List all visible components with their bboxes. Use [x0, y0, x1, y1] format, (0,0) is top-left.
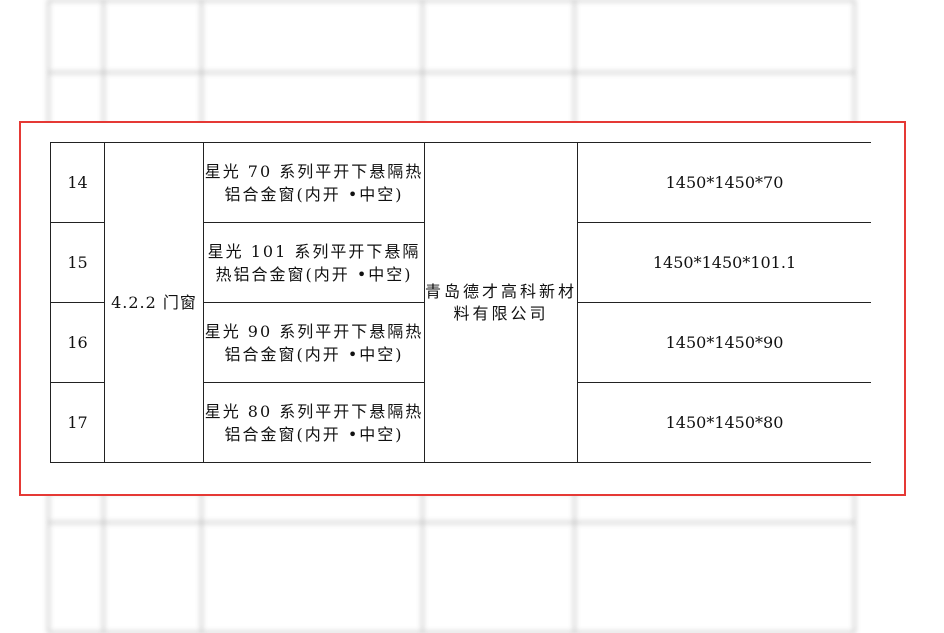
company-cell: 青岛德才高科新材料有限公司	[424, 142, 578, 463]
row-number: 15	[50, 222, 105, 303]
table-row: 17 星光 80 系列平开下悬隔热铝合金窗(内开 •中空) 1450*1450*…	[50, 382, 871, 463]
product-name: 星光 101 系列平开下悬隔热铝合金窗(内开 •中空)	[203, 222, 425, 303]
table-row: 14 4.2.2 门窗 星光 70 系列平开下悬隔热铝合金窗(内开 •中空) 青…	[50, 142, 871, 463]
cutoff-next-row	[50, 465, 871, 494]
spec-cell: 1450*1450*101.1	[577, 222, 871, 303]
category-cell: 4.2.2 门窗	[104, 142, 204, 463]
spec-cell: 1450*1450*80	[577, 382, 871, 463]
table-row: 15 星光 101 系列平开下悬隔热铝合金窗(内开 •中空) 1450*1450…	[50, 222, 871, 303]
spec-cell: 1450*1450*70	[577, 142, 871, 223]
product-name: 星光 70 系列平开下悬隔热铝合金窗(内开 •中空)	[203, 142, 425, 223]
table-snippet: 14 4.2.2 门窗 星光 70 系列平开下悬隔热铝合金窗(内开 •中空) 青…	[50, 123, 871, 494]
spec-cell: 1450*1450*90	[577, 302, 871, 383]
row-number: 16	[50, 302, 105, 383]
product-name: 星光 80 系列平开下悬隔热铝合金窗(内开 •中空)	[203, 382, 425, 463]
row-number: 17	[50, 382, 105, 463]
table-row: 16 星光 90 系列平开下悬隔热铝合金窗(内开 •中空) 1450*1450*…	[50, 302, 871, 383]
row-number: 14	[50, 142, 105, 223]
product-table: 14 4.2.2 门窗 星光 70 系列平开下悬隔热铝合金窗(内开 •中空) 青…	[50, 142, 871, 463]
highlight-frame: 14 4.2.2 门窗 星光 70 系列平开下悬隔热铝合金窗(内开 •中空) 青…	[19, 121, 906, 496]
product-name: 星光 90 系列平开下悬隔热铝合金窗(内开 •中空)	[203, 302, 425, 383]
cutoff-previous-row	[50, 123, 871, 142]
